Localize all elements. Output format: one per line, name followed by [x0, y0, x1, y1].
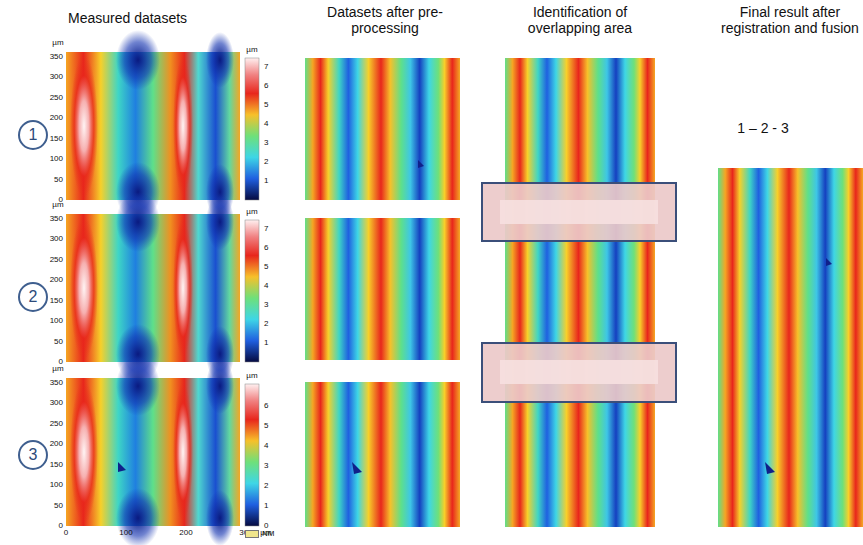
- callout-number: 2: [29, 288, 38, 306]
- column-heading: Final result after registration and fusi…: [720, 4, 860, 36]
- axis-tick: 50: [54, 337, 63, 346]
- axis-tick: µm: [52, 38, 63, 47]
- axis-tick: 200: [50, 439, 63, 448]
- axis-tick: 100: [119, 528, 132, 537]
- axis-tick: 6: [264, 243, 268, 252]
- axis-tick: 150: [50, 134, 63, 143]
- legend-swatch: [245, 530, 259, 538]
- fused-result: [718, 168, 863, 527]
- axis-tick: 250: [50, 255, 63, 264]
- axis-tick: 350: [50, 52, 63, 61]
- axis-tick: 200: [179, 528, 192, 537]
- axis-tick: 300: [50, 398, 63, 407]
- axis-tick: 6: [264, 81, 268, 90]
- axis-tick: 50: [54, 501, 63, 510]
- axis-tick: 5: [264, 262, 268, 271]
- axis-tick: µm: [52, 364, 63, 373]
- column-heading: Datasets after pre-processing: [315, 4, 455, 36]
- axis-tick: 1: [264, 176, 268, 185]
- callout-circle: 1: [18, 120, 48, 150]
- axis-tick: 250: [50, 93, 63, 102]
- axis-tick: 7: [264, 224, 268, 233]
- axis-tick: µm: [246, 207, 257, 216]
- measured-plots: [66, 30, 259, 545]
- axis-tick: 4: [264, 119, 268, 128]
- axis-tick: 350: [50, 378, 63, 387]
- axis-tick: 4: [264, 281, 268, 290]
- axis-tick: 5: [264, 100, 268, 109]
- column-heading: Identification of overlapping area: [500, 4, 660, 36]
- axis-tick: 100: [50, 154, 63, 163]
- axis-tick: 2: [264, 481, 268, 490]
- axis-tick: 200: [50, 275, 63, 284]
- axis-tick: 5: [264, 421, 268, 430]
- axis-tick: 1: [264, 501, 268, 510]
- axis-tick: 2: [264, 157, 268, 166]
- axis-tick: 250: [50, 419, 63, 428]
- legend-text: NM: [262, 529, 274, 538]
- column-heading: Measured datasets: [68, 10, 187, 26]
- axis-tick: 7: [264, 62, 268, 71]
- callout-number: 1: [29, 126, 38, 144]
- axis-tick: 1: [264, 338, 268, 347]
- axis-tick: 100: [50, 480, 63, 489]
- overlap-identification: [482, 58, 676, 527]
- callout-circle: 3: [18, 440, 48, 470]
- axis-tick: 4: [264, 441, 268, 450]
- axis-tick: 3: [264, 138, 268, 147]
- axis-tick: µm: [246, 371, 257, 380]
- axis-tick: 150: [50, 460, 63, 469]
- axis-tick: 2: [264, 319, 268, 328]
- axis-tick: 300: [50, 72, 63, 81]
- axis-tick: 150: [50, 296, 63, 305]
- axis-tick: 3: [264, 300, 268, 309]
- preprocessed-datasets: [305, 58, 460, 527]
- callout-circle: 2: [18, 282, 48, 312]
- axis-tick: 0: [64, 528, 68, 537]
- axis-tick: 50: [54, 175, 63, 184]
- axis-tick: 0: [59, 521, 63, 530]
- axis-tick: 200: [50, 113, 63, 122]
- column-heading: 1 – 2 - 3: [737, 120, 788, 136]
- callout-number: 3: [29, 446, 38, 464]
- axis-tick: 350: [50, 214, 63, 223]
- axis-tick: 100: [50, 316, 63, 325]
- axis-tick: 300: [50, 234, 63, 243]
- axis-tick: 3: [264, 461, 268, 470]
- axis-tick: µm: [52, 200, 63, 209]
- axis-tick: 6: [264, 401, 268, 410]
- axis-tick: µm: [246, 45, 257, 54]
